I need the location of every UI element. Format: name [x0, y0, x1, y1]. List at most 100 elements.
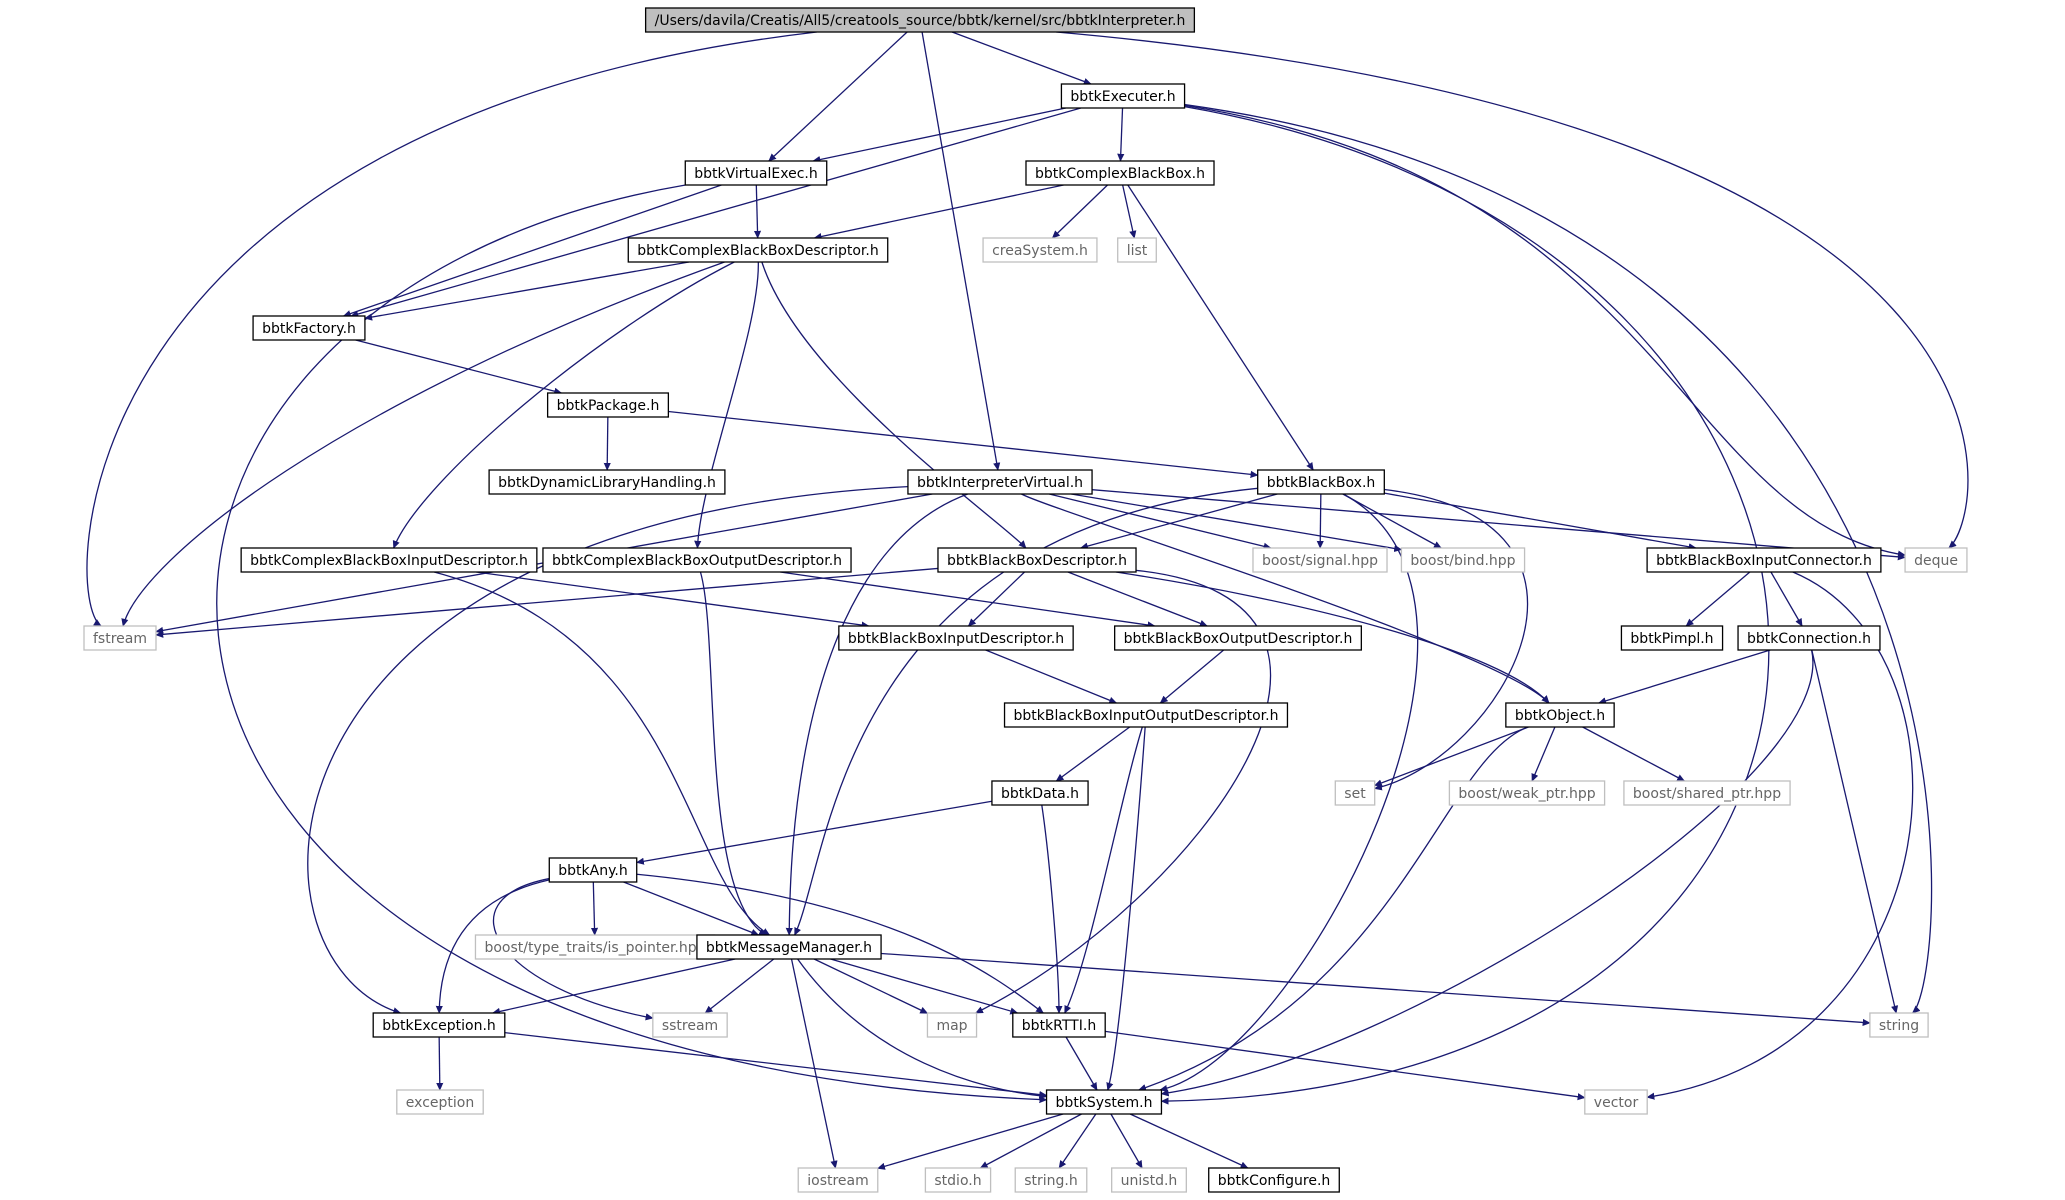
node-box: [1060, 83, 1186, 109]
node-blackbox[interactable]: bbtkBlackBox.h: [1257, 469, 1385, 495]
node-box: [1334, 780, 1376, 806]
edge-package-to-blackbox: [668, 410, 1259, 478]
node-box: [548, 857, 638, 883]
node-label: bbtkBlackBoxOutputDescriptor.h: [1124, 631, 1353, 647]
node-list: list: [1117, 237, 1157, 263]
edge-executer-to-system: [1160, 105, 1770, 1105]
node-label: bbtkConnection.h: [1747, 631, 1871, 647]
node-box: [474, 934, 716, 960]
edge-system-to-stdio: [979, 1113, 1082, 1169]
node-any[interactable]: bbtkAny.h: [548, 857, 638, 883]
edge-any-to-ispointer: [590, 881, 599, 936]
edge-bbdesc-to-object: [1115, 571, 1550, 704]
edge-complexbb-to-list: [1122, 184, 1137, 239]
node-label: bbtkBlackBox.h: [1267, 475, 1376, 491]
edge-system-to-stringh: [1058, 1113, 1097, 1169]
edge-bbinputconn-to-connection: [1770, 571, 1803, 627]
edge-cbbdesc-to-cbbinputdesc: [392, 261, 735, 549]
node-bbdesc[interactable]: bbtkBlackBoxDescriptor.h: [937, 547, 1137, 573]
node-box: [937, 547, 1137, 573]
node-executer[interactable]: bbtkExecuter.h: [1060, 83, 1186, 109]
node-label: bbtkPackage.h: [557, 398, 660, 414]
edge-bbinputdesc-to-bbiodesc: [985, 649, 1118, 704]
node-set: set: [1334, 780, 1376, 806]
node-bboutputdesc[interactable]: bbtkBlackBoxOutputDescriptor.h: [1114, 625, 1362, 651]
node-label: bbtkExecuter.h: [1070, 89, 1175, 105]
node-connection[interactable]: bbtkConnection.h: [1737, 625, 1881, 651]
edge-any-to-msgmgr: [623, 881, 760, 936]
node-box: [542, 547, 852, 573]
node-bind: boost/bind.hpp: [1400, 547, 1526, 573]
node-cbboutputdesc[interactable]: bbtkComplexBlackBoxOutputDescriptor.h: [542, 547, 852, 573]
node-box: [1252, 547, 1388, 573]
edge-executer-to-complexbb: [1117, 107, 1125, 162]
edge-executer-to-virtualexec: [812, 107, 1066, 164]
node-label: string: [1879, 1018, 1919, 1034]
node-box: [1025, 160, 1215, 186]
node-box: [396, 1089, 484, 1115]
node-data[interactable]: bbtkData.h: [991, 780, 1089, 806]
node-complexbb[interactable]: bbtkComplexBlackBox.h: [1025, 160, 1215, 186]
node-box: [644, 7, 1196, 33]
node-label: bbtkConfigure.h: [1218, 1173, 1331, 1189]
node-label: bbtkComplexBlackBox.h: [1035, 166, 1205, 182]
node-label: sstream: [662, 1018, 718, 1034]
node-factory[interactable]: bbtkFactory.h: [252, 315, 366, 341]
node-object[interactable]: bbtkObject.h: [1505, 702, 1615, 728]
edge-cbbinputdesc-to-bbinputdesc: [476, 571, 870, 629]
node-msgmgr[interactable]: bbtkMessageManager.h: [696, 934, 882, 960]
node-label: bbtkMessageManager.h: [706, 940, 872, 956]
edge-executer-to-factory: [350, 107, 1082, 318]
node-pimpl[interactable]: bbtkPimpl.h: [1620, 625, 1724, 651]
node-box: [924, 1167, 992, 1193]
node-label: bbtkVirtualExec.h: [694, 166, 817, 182]
edge-bbiodesc-to-data: [1055, 726, 1131, 782]
node-label: list: [1127, 243, 1148, 259]
node-box: [926, 1012, 978, 1038]
edge-root-to-fstream: [86, 31, 817, 627]
edge-bbdesc-to-bbinputdesc: [967, 571, 1025, 627]
edge-root-to-executer: [951, 31, 1092, 85]
edge-cbbinputdesc-to-msgmgr: [433, 571, 771, 936]
node-cbbinputdesc[interactable]: bbtkComplexBlackBoxInputDescriptor.h: [240, 547, 538, 573]
node-exception[interactable]: bbtkException.h: [372, 1012, 506, 1038]
node-label: bbtkBlackBoxInputDescriptor.h: [848, 631, 1064, 647]
edge-msgmgr-to-sstream: [704, 958, 775, 1014]
edge-interpvirtual-to-deque: [1091, 489, 1906, 561]
node-root[interactable]: /Users/davila/Creatis/All5/creatools_sou…: [644, 7, 1196, 33]
node-package[interactable]: bbtkPackage.h: [546, 392, 670, 418]
node-deque: deque: [1904, 547, 1968, 573]
edge-msgmgr-to-iostream: [790, 958, 838, 1169]
node-system[interactable]: bbtkSystem.h: [1045, 1089, 1163, 1115]
node-bbinputdesc[interactable]: bbtkBlackBoxInputDescriptor.h: [838, 625, 1074, 651]
node-label: creaSystem.h: [992, 243, 1088, 259]
edge-system-to-iostream: [876, 1113, 1064, 1170]
node-rtti[interactable]: bbtkRTTI.h: [1012, 1012, 1106, 1038]
node-box: [1400, 547, 1526, 573]
edge-cbboutputdesc-to-bboutputdesc: [780, 571, 1156, 629]
node-bbinputconn[interactable]: bbtkBlackBoxInputConnector.h: [1646, 547, 1882, 573]
node-box: [372, 1012, 506, 1038]
node-label: /Users/davila/Creatis/All5/creatools_sou…: [655, 13, 1186, 29]
node-configure[interactable]: bbtkConfigure.h: [1208, 1167, 1340, 1193]
node-box: [1208, 1167, 1340, 1193]
edge-object-to-weakptr: [1531, 726, 1556, 782]
node-interpvirtual[interactable]: bbtkInterpreterVirtual.h: [907, 469, 1093, 495]
node-label: bbtkRTTI.h: [1022, 1018, 1096, 1034]
edge-cbbdesc-to-fstream: [121, 261, 725, 627]
node-bbiodesc[interactable]: bbtkBlackBoxInputOutputDescriptor.h: [1003, 702, 1289, 728]
edge-exception-to-system: [504, 1031, 1048, 1099]
edge-blackbox-to-signal: [1316, 493, 1324, 549]
node-label: map: [936, 1018, 967, 1034]
node-cbbdesc[interactable]: bbtkComplexBlackBoxDescriptor.h: [627, 237, 889, 263]
node-label: boost/shared_ptr.hpp: [1633, 786, 1781, 802]
node-virtualexec[interactable]: bbtkVirtualExec.h: [684, 160, 828, 186]
edge-object-to-set: [1373, 726, 1529, 787]
node-box: [83, 625, 157, 651]
edge-connection-to-string: [1811, 649, 1899, 1014]
edge-data-to-any: [635, 800, 993, 865]
node-dynlib[interactable]: bbtkDynamicLibraryHandling.h: [488, 469, 726, 495]
node-label: exception: [406, 1095, 474, 1111]
node-stringh: string.h: [1014, 1167, 1088, 1193]
node-weakptr: boost/weak_ptr.hpp: [1448, 780, 1606, 806]
